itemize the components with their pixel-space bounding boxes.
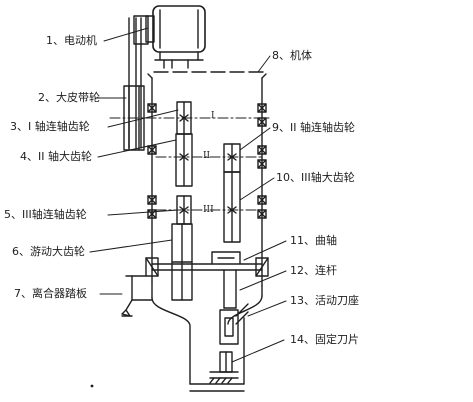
shaft-1-mark: I — [211, 111, 215, 121]
label-shaft-1-gear: 3、I 轴连轴齿轮 — [10, 120, 90, 133]
crankshaft — [145, 251, 269, 277]
label-fixed-blade: 14、固定刀片 — [290, 333, 359, 346]
label-connecting-rod: 12、连杆 — [290, 264, 337, 277]
idler-large-gear — [171, 223, 193, 301]
label-shaft-3-pinion: 5、III轴连轴齿轮 — [4, 208, 87, 221]
shaft-2-pinion — [223, 143, 241, 173]
label-machine-body: 8、机体 — [272, 49, 312, 62]
right-bearings — [257, 103, 267, 219]
clutch-pedal — [121, 275, 153, 317]
motor — [145, 5, 206, 69]
shaft-2-large-gear — [175, 133, 193, 187]
label-shaft-2-pinion: 9、II 轴连轴齿轮 — [272, 121, 355, 134]
label-shaft-3-large-gear: 10、III轴大齿轮 — [276, 171, 355, 184]
machine-frame — [147, 71, 267, 392]
label-shaft-2-large-gear: 4、II 轴大齿轮 — [20, 150, 92, 163]
fixed-blade — [209, 351, 239, 384]
shaft-3-large-gear — [223, 171, 241, 243]
label-movable-tool-holder: 13、活动刀座 — [290, 294, 359, 307]
label-clutch-pedal: 7、离合器踏板 — [14, 287, 87, 300]
stray-mark — [90, 384, 94, 388]
label-large-pulley: 2、大皮带轮 — [38, 91, 100, 104]
leader-lines — [89, 27, 287, 363]
connecting-rod — [223, 269, 237, 309]
shaft-3-mark: III — [203, 205, 214, 215]
movable-tool-holder — [219, 303, 249, 345]
label-crankshaft: 11、曲轴 — [290, 234, 337, 247]
label-idler-large-gear: 6、游动大齿轮 — [12, 245, 85, 258]
label-motor: 1、电动机 — [46, 34, 97, 47]
shaft-2-mark: II — [203, 151, 211, 161]
